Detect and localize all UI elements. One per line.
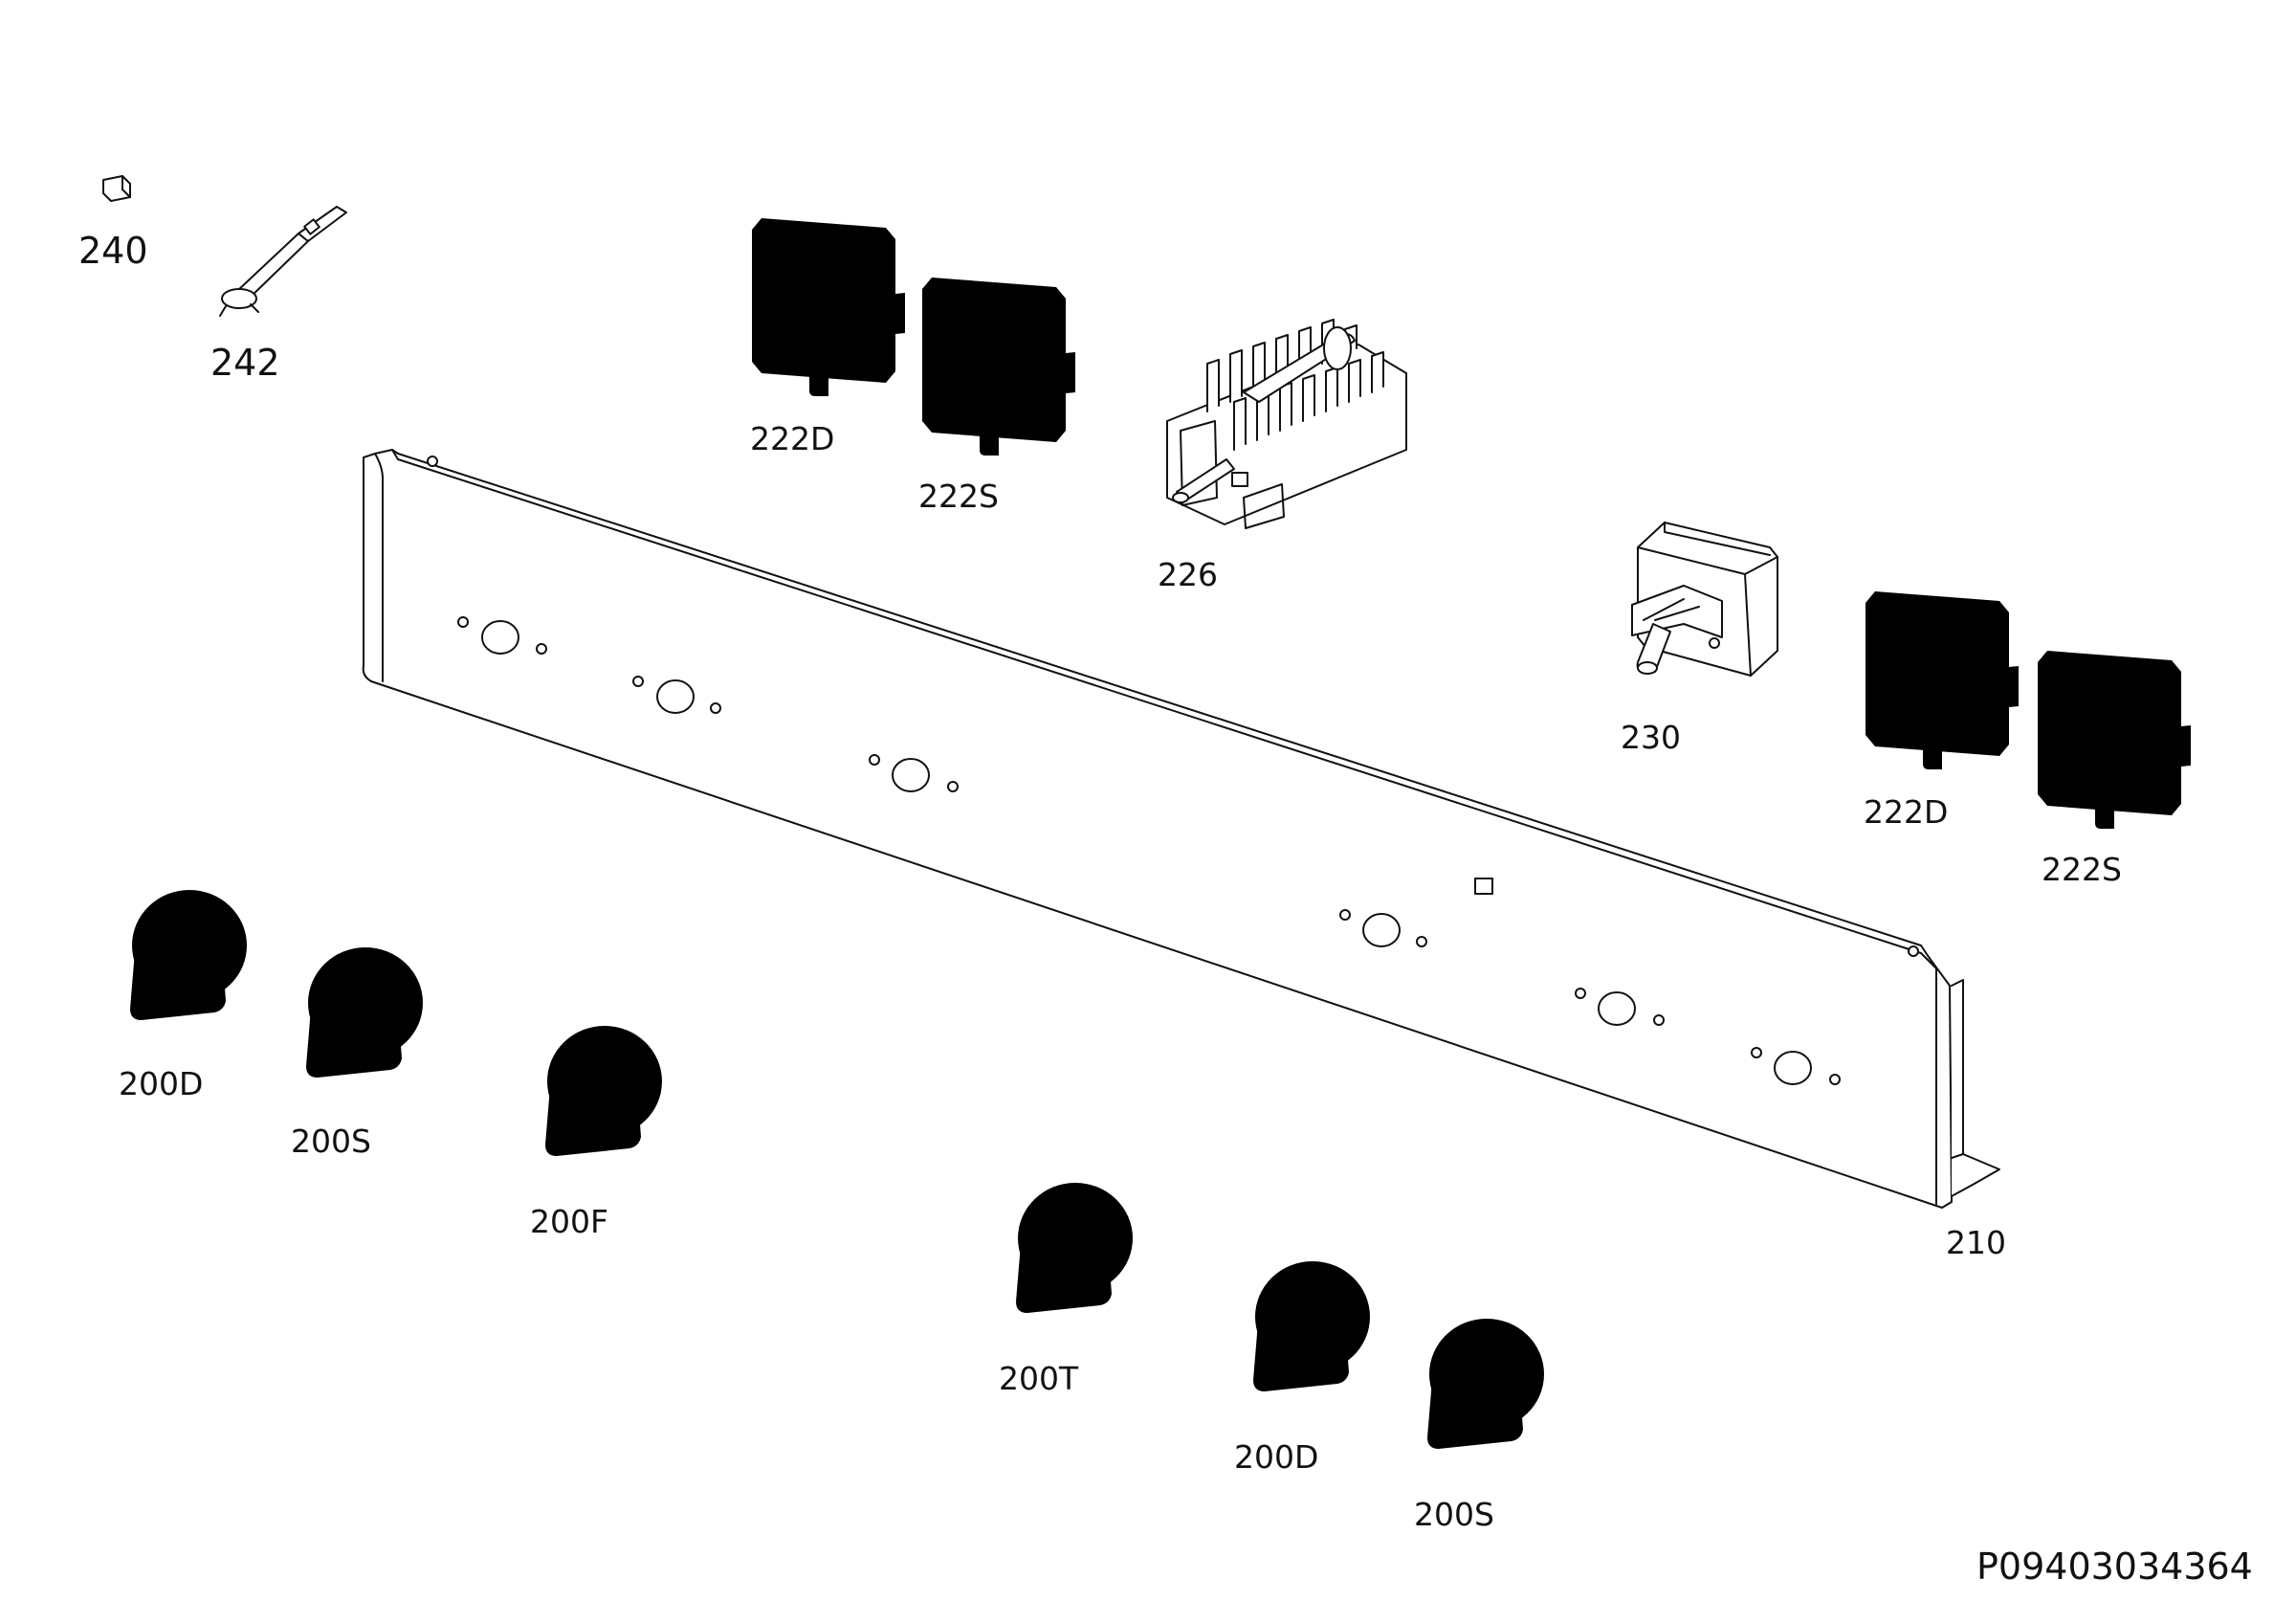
knob-200F (545, 1026, 662, 1156)
knob-200S-right (1427, 1319, 1544, 1449)
label-200S-left: 200S (291, 1123, 371, 1160)
part-222D-top-regulator (752, 218, 905, 396)
label-226: 226 (1158, 556, 1218, 593)
label-200D-left: 200D (119, 1065, 203, 1102)
label-240: 240 (78, 230, 148, 272)
label-222S-top: 222S (918, 478, 999, 515)
knob-200S-left (306, 947, 423, 1078)
part-222D-right-regulator (1866, 591, 2019, 769)
part-210-control-panel (362, 449, 2000, 1209)
label-200D-right: 200D (1234, 1438, 1318, 1476)
knob-holes (457, 616, 1841, 1085)
drawing-number: P09403034364 (1976, 1545, 2253, 1588)
label-222S-right: 222S (2042, 851, 2122, 888)
knob-200T (1016, 1183, 1133, 1313)
part-230-regulator-box (1631, 522, 1778, 677)
label-200F: 200F (530, 1203, 608, 1240)
label-230: 230 (1621, 719, 1681, 756)
label-222D-top: 222D (750, 420, 834, 457)
label-222D-right: 222D (1864, 793, 1948, 831)
part-240-clip (102, 175, 131, 202)
indicator-window (1474, 878, 1493, 895)
label-200T: 200T (999, 1360, 1079, 1397)
knob-200D-right (1253, 1261, 1370, 1391)
knob-200D-left (130, 890, 247, 1020)
label-200S-right: 200S (1414, 1496, 1494, 1533)
label-210: 210 (1946, 1224, 2006, 1261)
part-242-electrode (219, 206, 347, 317)
part-226-selector-switch (1166, 319, 1407, 529)
part-222S-right-regulator (2038, 651, 2191, 829)
part-222S-top-regulator (922, 278, 1075, 456)
label-242: 242 (210, 342, 280, 384)
